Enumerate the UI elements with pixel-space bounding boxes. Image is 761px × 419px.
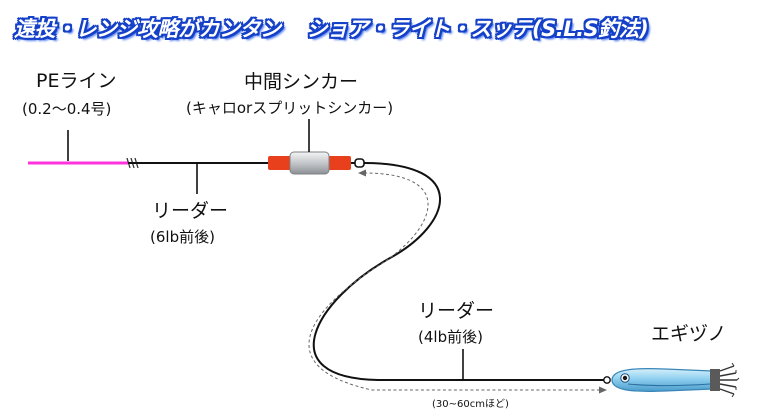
sinker-label: 中間シンカー <box>244 71 359 93</box>
banner-left-text: 遠投・レンジ攻略がカンタン <box>14 17 281 41</box>
egi-label: エギヅノ <box>651 323 727 345</box>
pe-line-label: PEライン <box>36 70 117 92</box>
leader-line-2 <box>312 162 607 381</box>
distance-dashed-line <box>308 172 601 391</box>
leader1-label: リーダー <box>152 200 229 222</box>
leader2-spec-label: (4lb前後) <box>418 328 483 346</box>
leader1-spec-label: (6lb前後) <box>150 228 215 246</box>
pe-line-spec-label: (0.2～0.4号) <box>22 100 112 118</box>
banner-title: 遠投・レンジ攻略がカンタン ショア・ライト・スッテ(S.L.S釣法) <box>14 12 649 46</box>
egi-icon <box>603 362 740 398</box>
sinker-icon <box>268 151 351 175</box>
sinker-spec-label: (キャロorスプリットシンカー) <box>186 99 394 117</box>
leader2-label: リーダー <box>418 300 495 322</box>
distance-arrow-start-icon <box>358 169 366 177</box>
distance-arrow-end-icon <box>599 386 607 394</box>
distance-label: (30~60cmほど) <box>432 399 509 410</box>
swivel-icon <box>351 158 365 168</box>
banner-right-text: ショア・ライト・スッテ(S.L.S釣法) <box>306 17 649 41</box>
